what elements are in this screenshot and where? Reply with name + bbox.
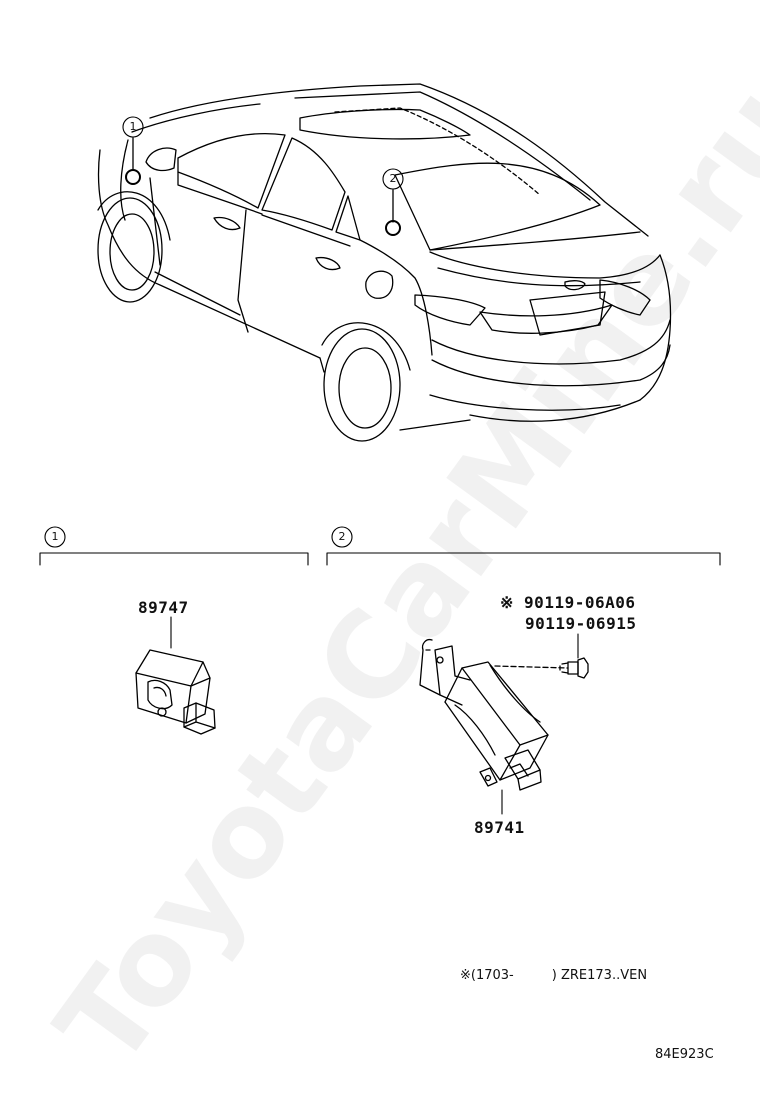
section-bracket-1	[39, 552, 309, 566]
applicability-footnote: ※(1703-) ZRE173..VEN	[460, 968, 647, 983]
footnote-symbol: ※	[460, 968, 471, 983]
figure-code: 84E923C	[655, 1047, 714, 1062]
callout-number-1: 1	[129, 120, 137, 133]
footnote-range-close: )	[551, 968, 557, 983]
module-89741-drawing	[419, 638, 589, 791]
sensor-89747-drawing	[135, 649, 216, 735]
part-number-bolt[interactable]: 90119-06915	[525, 614, 637, 633]
part-number-module[interactable]: 89741	[474, 818, 525, 837]
section-circle-2	[331, 526, 353, 548]
footnote-model: ZRE173..VEN	[560, 968, 648, 983]
section-number-1: 1	[51, 530, 59, 543]
section-bracket-2	[326, 552, 721, 566]
callout-circle-2	[382, 168, 404, 190]
section-number-2: 2	[338, 530, 346, 543]
location-dot-2	[385, 220, 401, 236]
part-number-bolt-alt[interactable]: 90119-06A06	[524, 593, 636, 612]
location-dot-1	[125, 169, 141, 185]
part-number-sensor[interactable]: 89747	[138, 598, 189, 617]
car-illustration	[97, 83, 672, 442]
callout-number-2: 2	[389, 172, 397, 185]
footnote-range-open: (1703-	[470, 968, 514, 983]
section-circle-1	[44, 526, 66, 548]
part-number-bolt-alt-row: ※ 90119-06A06	[500, 593, 636, 612]
note-mark: ※	[500, 593, 514, 612]
callout-circle-1	[122, 116, 144, 138]
